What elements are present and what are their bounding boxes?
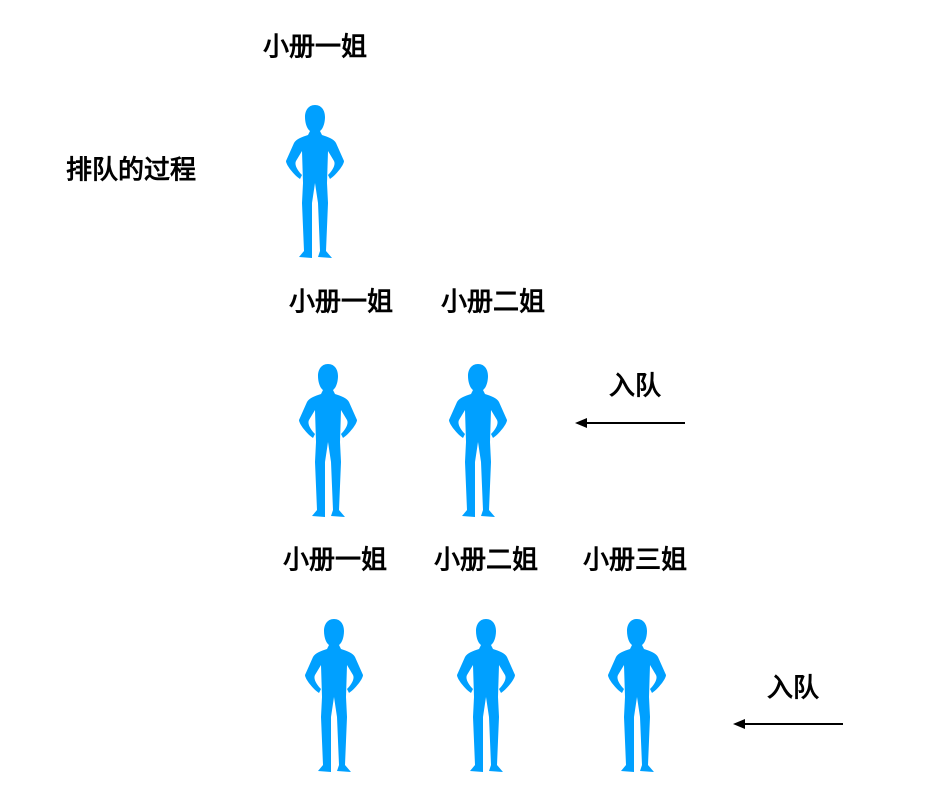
- enqueue-label: 入队: [766, 673, 820, 704]
- person-label: 小册三姐: [582, 545, 688, 576]
- person-icon: [297, 362, 359, 518]
- person-label: 小册一姐: [262, 32, 368, 63]
- person-label: 小册一姐: [288, 287, 394, 318]
- person-label: 小册一姐: [282, 545, 388, 576]
- person-label: 小册二姐: [440, 287, 546, 318]
- diagram-title: 排队的过程: [65, 155, 197, 186]
- person-icon: [606, 617, 668, 773]
- person-icon: [455, 617, 517, 773]
- person-icon: [447, 362, 509, 518]
- arrow-left-icon: [733, 719, 843, 729]
- person-icon: [303, 617, 365, 773]
- arrow-left-icon: [575, 418, 685, 428]
- person-icon: [284, 103, 346, 259]
- enqueue-label: 入队: [608, 371, 662, 402]
- person-label: 小册二姐: [433, 545, 539, 576]
